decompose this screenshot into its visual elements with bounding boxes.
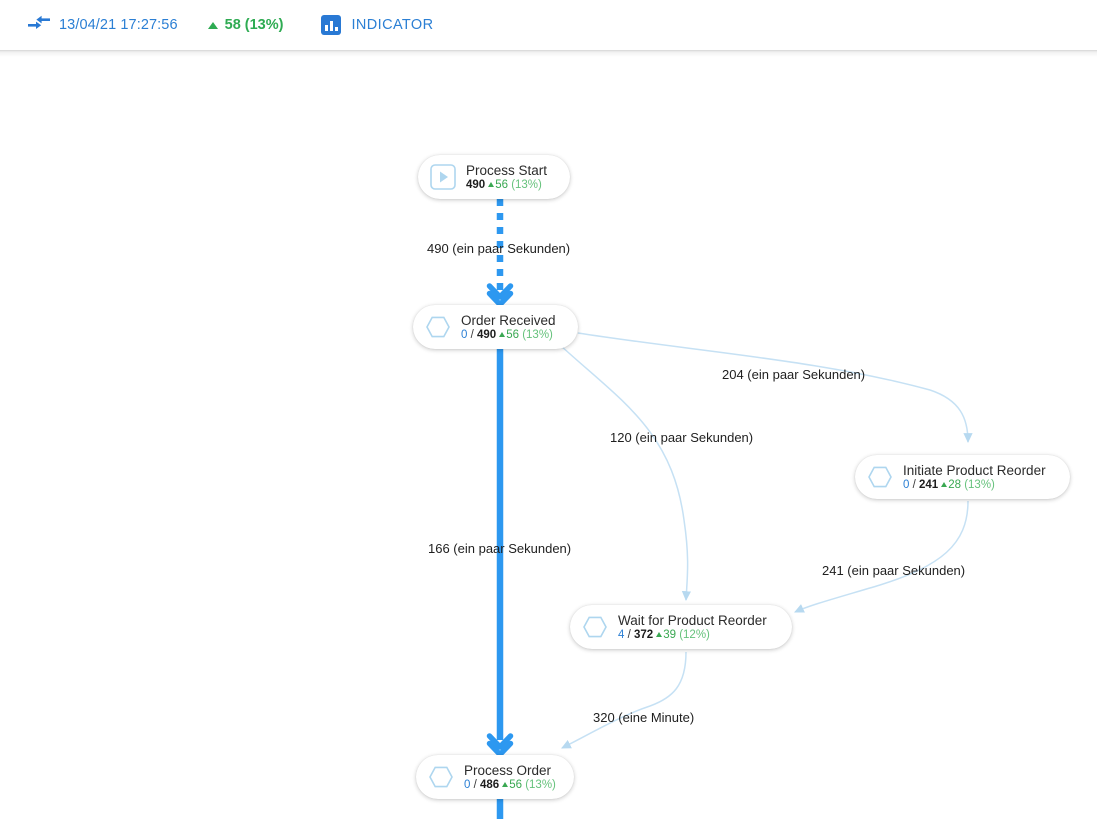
delta-value-label: 58 (13%): [224, 17, 284, 33]
bar-chart-icon: [321, 15, 342, 35]
header-divider: [0, 50, 1097, 60]
node-order-received[interactable]: Order Received 0 / 490 56 (13%): [413, 305, 578, 349]
node-initiate-product-reorder-text: Initiate Product Reorder 0 / 241 28 (13%): [903, 463, 1046, 492]
node-title: Process Order: [464, 762, 552, 778]
node-delta-percent: (13%): [525, 778, 556, 791]
node-stats: 490 56 (13%): [466, 179, 547, 192]
hexagon-icon: [865, 462, 895, 492]
node-pending: 0: [903, 478, 910, 491]
edge-initiate-to-wait: [794, 500, 969, 613]
edge-wait-to-process-order: [561, 651, 687, 749]
delta-indicator: 58 (13%): [207, 17, 284, 33]
indicator-label: INDICATOR: [351, 17, 434, 33]
edge-label-order-received-to-wait: 120 (ein paar Sekunden): [610, 430, 754, 445]
node-pending: 0: [464, 778, 471, 791]
triangle-up-icon: [941, 481, 948, 487]
node-wait-for-product-reorder-text: Wait for Product Reorder 4 / 372 39 (12%): [618, 613, 767, 642]
node-delta-value: 56: [495, 178, 508, 191]
node-delta-value: 56: [506, 328, 519, 341]
node-pending: 0: [461, 328, 468, 341]
triangle-up-icon: [499, 331, 506, 337]
node-wait-for-product-reorder[interactable]: Wait for Product Reorder 4 / 372 39 (12%): [570, 605, 792, 649]
node-stats: 0 / 241 28 (13%): [903, 479, 1046, 492]
node-order-received-text: Order Received 0 / 490 56 (13%): [461, 313, 556, 342]
node-delta-percent: (13%): [964, 478, 995, 491]
triangle-up-icon: [502, 781, 509, 787]
node-process-start-text: Process Start 490 56 (13%): [466, 163, 547, 192]
node-delta-value: 28: [948, 478, 961, 491]
toolbar-header: 13/04/21 17:27:56 58 (13%) INDICATOR: [0, 0, 1097, 50]
node-count: 490: [477, 328, 497, 341]
node-count: 241: [919, 478, 939, 491]
edge-label-order-received-to-process-order: 166 (ein paar Sekunden): [428, 541, 572, 556]
node-count: 490: [466, 178, 486, 191]
node-process-start[interactable]: Process Start 490 56 (13%): [418, 155, 570, 199]
hexagon-icon: [423, 312, 453, 342]
node-stats: 0 / 486 56 (13%): [464, 779, 556, 792]
edge-label-initiate-to-wait: 241 (ein paar Sekunden): [822, 563, 966, 578]
node-delta-value: 39: [663, 628, 676, 641]
triangle-up-icon: [488, 181, 495, 187]
edge-order-received-to-initiate: [577, 332, 973, 444]
node-process-order[interactable]: Process Order 0 / 486 56 (13%): [416, 755, 574, 799]
node-count: 372: [634, 628, 654, 641]
node-initiate-product-reorder[interactable]: Initiate Product Reorder 0 / 241 28 (13%): [855, 455, 1070, 499]
node-delta-percent: (12%): [679, 628, 710, 641]
node-stats: 0 / 490 56 (13%): [461, 329, 556, 342]
edge-order-received-to-wait: [559, 344, 692, 602]
edge-label-order-received-to-initiate: 204 (ein paar Sekunden): [722, 367, 866, 382]
triangle-up-icon: [656, 631, 663, 637]
node-delta-percent: (13%): [522, 328, 553, 341]
edge-label-wait-to-process-order: 320 (eine Minute): [593, 710, 695, 725]
node-stat-separator: /: [912, 478, 916, 491]
timestamp-group[interactable]: 13/04/21 17:27:56: [28, 14, 178, 37]
triangle-up-icon: [207, 21, 218, 29]
indicator-button[interactable]: INDICATOR: [321, 15, 433, 35]
node-stats: 4 / 372 39 (12%): [618, 629, 767, 642]
node-stat-separator: /: [470, 328, 474, 341]
merge-arrows-icon: [28, 14, 50, 37]
node-title: Order Received: [461, 312, 556, 328]
hexagon-icon: [580, 612, 610, 642]
node-process-order-text: Process Order 0 / 486 56 (13%): [464, 763, 556, 792]
play-start-icon: [428, 162, 458, 192]
node-title: Process Start: [466, 162, 548, 178]
node-count: 486: [480, 778, 500, 791]
node-title: Initiate Product Reorder: [903, 462, 1046, 478]
node-delta-value: 56: [509, 778, 522, 791]
hexagon-icon: [426, 762, 456, 792]
node-pending: 4: [618, 628, 625, 641]
node-stat-separator: /: [473, 778, 477, 791]
timestamp-label: 13/04/21 17:27:56: [59, 17, 178, 33]
node-title: Wait for Product Reorder: [618, 612, 767, 628]
node-delta-percent: (13%): [511, 178, 542, 191]
node-stat-separator: /: [627, 628, 631, 641]
edge-label-start-to-order-received: 490 (ein paar Sekunden): [427, 241, 571, 256]
